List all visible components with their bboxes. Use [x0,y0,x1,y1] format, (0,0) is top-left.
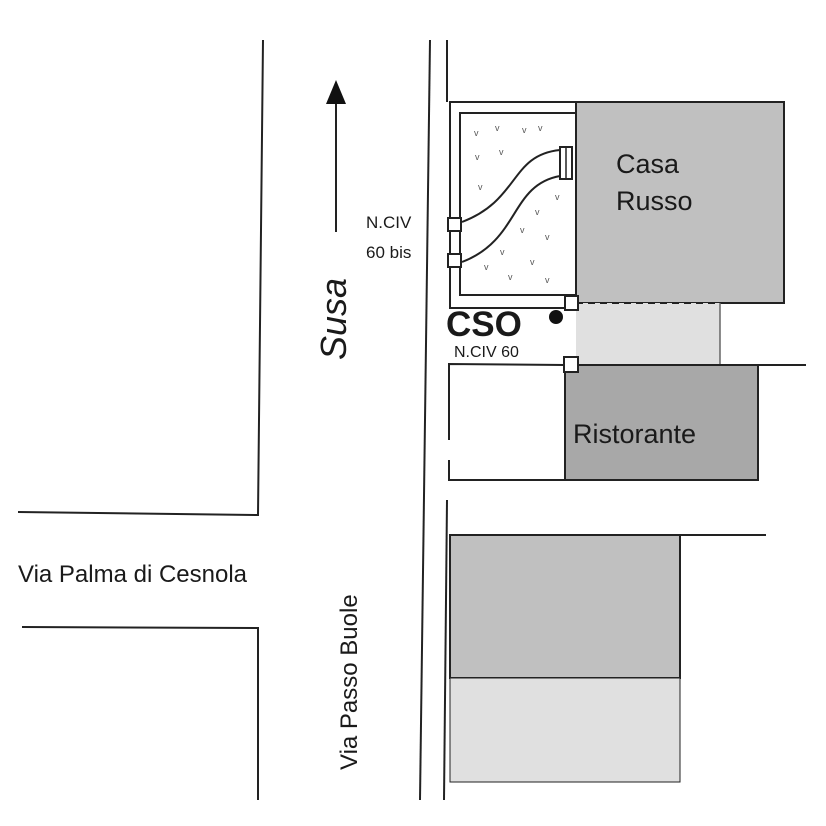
building-block-bottom [449,677,681,783]
svg-text:v: v [500,247,505,257]
passage-area [576,303,720,365]
casa-russo-label-1: Casa [616,149,680,179]
ristorante-label: Ristorante [573,419,696,449]
civ60bis-label-1: N.CIV [366,213,412,232]
via-palma-label: Via Palma di Cesnola [18,561,248,588]
civ60bis-label-2: 60 bis [366,243,411,262]
svg-text:v: v [545,275,550,285]
street-edge-left-upper [17,39,264,517]
svg-text:v: v [538,123,543,133]
svg-text:v: v [530,257,535,267]
street-edge-right [419,39,431,801]
susa-label: Susa [313,278,354,360]
cso-label: CSO [446,305,522,344]
svg-text:v: v [535,207,540,217]
svg-text:v: v [508,272,513,282]
via-passo-buole-label: Via Passo Buole [336,594,363,770]
building-casa-russo [575,101,785,304]
street-edge-left-lower [21,626,259,800]
sidewalk-edge-lower [443,499,448,801]
direction-arrow [326,80,346,232]
street-lines [17,39,448,801]
courtyard-outline [448,362,566,440]
building-ristorante [564,364,759,481]
svg-text:v: v [478,182,483,192]
civ60-label: N.CIV 60 [454,344,519,361]
svg-text:v: v [484,262,489,272]
gate-cso-top [564,295,579,311]
cso-location-marker [549,310,563,324]
svg-text:v: v [555,192,560,202]
svg-text:v: v [522,125,527,135]
svg-text:v: v [520,225,525,235]
svg-text:v: v [495,123,500,133]
building-block-top [449,534,681,679]
svg-text:v: v [499,147,504,157]
svg-text:v: v [545,232,550,242]
casa-russo-label-2: Russo [616,186,693,216]
svg-text:v: v [475,152,480,162]
svg-text:v: v [474,128,479,138]
gate-60bis-a [447,217,462,232]
gate-60bis-b [447,253,462,268]
gate-cso-bottom [563,356,579,373]
